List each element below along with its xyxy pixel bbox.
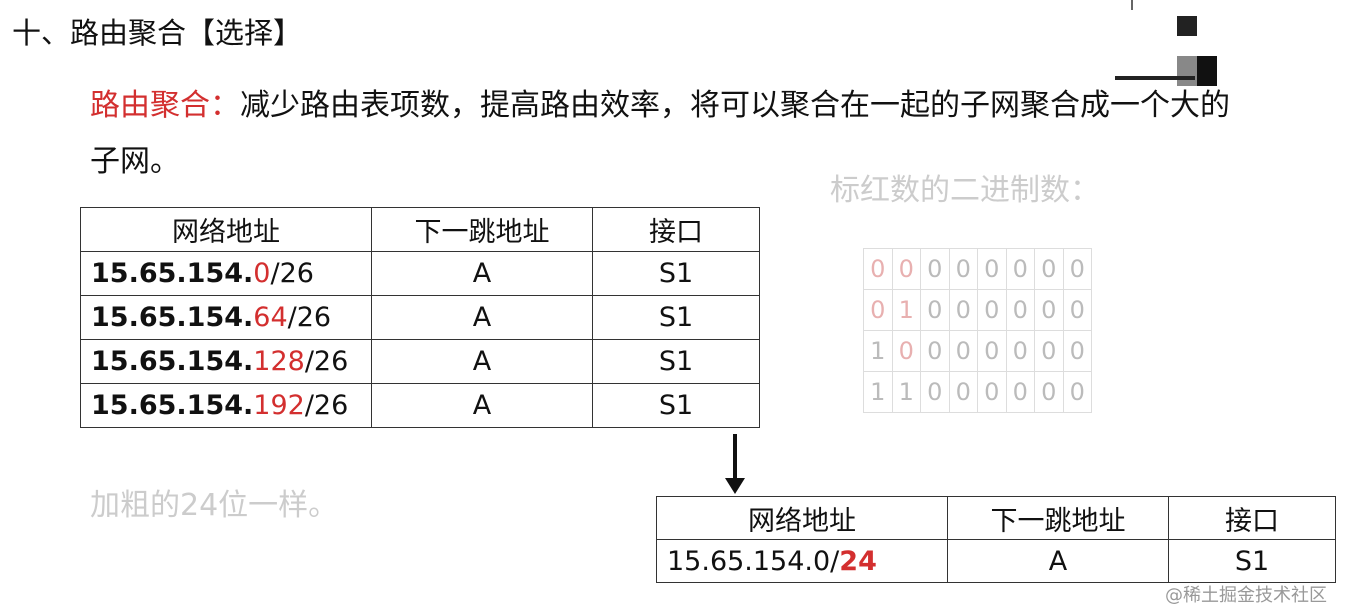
binary-digit: 0 bbox=[977, 289, 1007, 331]
next-hop-cell: A bbox=[371, 383, 593, 428]
network-mask: 24 bbox=[839, 545, 877, 577]
network-cell: 15.65.154.192/26 bbox=[80, 383, 372, 428]
network-cell: 15.65.154.128/26 bbox=[80, 339, 372, 384]
arrow-down-icon bbox=[725, 478, 745, 494]
binary-digit: 0 bbox=[920, 248, 950, 290]
next-hop-cell: A bbox=[371, 339, 593, 384]
binary-digit: 0 bbox=[977, 371, 1007, 413]
binary-digit: 1 bbox=[891, 289, 921, 331]
binary-digit: 0 bbox=[1062, 289, 1092, 331]
network-octet: 192 bbox=[253, 390, 305, 421]
next-hop-cell: A bbox=[371, 295, 593, 340]
binary-digit: 0 bbox=[920, 371, 950, 413]
binary-digit: 0 bbox=[891, 330, 921, 372]
binary-digit: 0 bbox=[977, 248, 1007, 290]
binary-digit: 0 bbox=[948, 371, 978, 413]
network-prefix: 15.65.154. bbox=[91, 390, 254, 421]
binary-digit: 1 bbox=[863, 371, 893, 413]
network-cell: 15.65.154.64/26 bbox=[80, 295, 372, 340]
routing-table-aggregated: 网络地址 下一跳地址 接口 15.65.154.0/24 A S1 bbox=[656, 496, 1336, 583]
binary-digit: 1 bbox=[891, 371, 921, 413]
header-interface: 接口 bbox=[592, 207, 760, 252]
binary-digit: 0 bbox=[1005, 289, 1035, 331]
network-mask: /26 bbox=[287, 302, 332, 333]
binary-digit: 0 bbox=[1034, 248, 1064, 290]
arrow-shaft bbox=[733, 434, 737, 482]
binary-digit: 0 bbox=[920, 330, 950, 372]
network-octet: 128 bbox=[253, 346, 305, 377]
binary-digit: 1 bbox=[863, 330, 893, 372]
binary-digit: 0 bbox=[1005, 248, 1035, 290]
network-prefix: 15.65.154. bbox=[91, 258, 254, 289]
header-interface: 接口 bbox=[1168, 496, 1336, 540]
network-prefix: 15.65.154. bbox=[91, 302, 254, 333]
description-label: 路由聚合： bbox=[90, 88, 240, 123]
note-bold-bits: 加粗的24位一样。 bbox=[90, 488, 339, 523]
network-prefix: 15.65.154. bbox=[91, 346, 254, 377]
binary-digit: 0 bbox=[948, 248, 978, 290]
binary-digit: 0 bbox=[1034, 371, 1064, 413]
network-prefix: 15.65.154.0/ bbox=[667, 545, 840, 577]
network-octet: 0 bbox=[253, 258, 271, 289]
table-header-row: 网络地址 下一跳地址 接口 bbox=[80, 207, 760, 252]
header-network: 网络地址 bbox=[80, 207, 372, 252]
network-mask: /26 bbox=[304, 390, 349, 421]
interface-cell: S1 bbox=[592, 383, 760, 428]
network-mask: /26 bbox=[270, 258, 314, 289]
network-cell: 15.65.154.0/26 bbox=[80, 251, 372, 296]
binary-digit: 0 bbox=[863, 248, 893, 290]
network-mask: /26 bbox=[304, 346, 349, 377]
binary-digit: 0 bbox=[1034, 289, 1064, 331]
binary-digit: 0 bbox=[948, 330, 978, 372]
decorative-line bbox=[1131, 0, 1133, 10]
binary-digit: 0 bbox=[1034, 330, 1064, 372]
interface-cell: S1 bbox=[592, 295, 760, 340]
description: 路由聚合：减少路由表项数，提高路由效率，将可以聚合在一起的子网聚合成一个大的子网… bbox=[90, 78, 1230, 190]
header-next-hop: 下一跳地址 bbox=[947, 496, 1169, 540]
binary-digit: 0 bbox=[977, 330, 1007, 372]
binary-digit: 0 bbox=[1005, 330, 1035, 372]
header-next-hop: 下一跳地址 bbox=[371, 207, 593, 252]
binary-digit: 0 bbox=[1062, 330, 1092, 372]
table-row: 15.65.154.0/24 A S1 bbox=[656, 539, 1336, 583]
description-text: 减少路由表项数，提高路由效率，将可以聚合在一起的子网聚合成一个大的子网。 bbox=[90, 88, 1230, 179]
binary-digit: 0 bbox=[1062, 248, 1092, 290]
watermark: @稀土掘金技术社区 bbox=[1165, 585, 1327, 606]
binary-digit: 0 bbox=[1005, 371, 1035, 413]
interface-cell: S1 bbox=[592, 339, 760, 384]
decorative-block bbox=[1197, 56, 1217, 86]
section-title: 十、路由聚合【选择】 bbox=[12, 16, 303, 50]
interface-cell: S1 bbox=[592, 251, 760, 296]
decorative-bar bbox=[1115, 76, 1195, 80]
next-hop-cell: A bbox=[947, 539, 1169, 583]
binary-digit: 0 bbox=[1062, 371, 1092, 413]
binary-digit: 0 bbox=[891, 248, 921, 290]
interface-cell: S1 bbox=[1168, 539, 1336, 583]
binary-digit: 0 bbox=[920, 289, 950, 331]
network-cell: 15.65.154.0/24 bbox=[656, 539, 948, 583]
next-hop-cell: A bbox=[371, 251, 593, 296]
note-binary: 标红数的二进制数： bbox=[830, 173, 1100, 208]
header-network: 网络地址 bbox=[656, 496, 948, 540]
decorative-block bbox=[1177, 16, 1197, 36]
binary-digit: 0 bbox=[948, 289, 978, 331]
network-octet: 64 bbox=[253, 302, 288, 333]
table-header-row: 网络地址 下一跳地址 接口 bbox=[656, 496, 1336, 540]
binary-digit: 0 bbox=[863, 289, 893, 331]
